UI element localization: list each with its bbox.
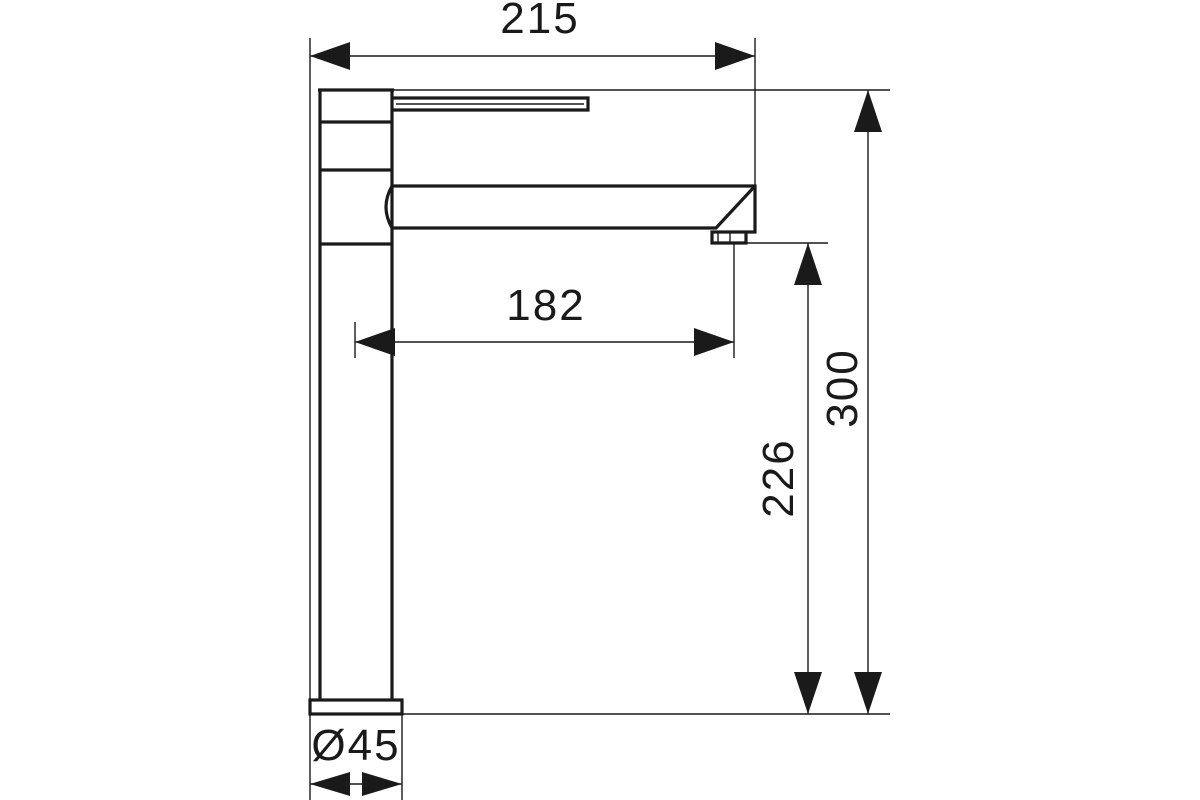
dim-label-226: 226 xyxy=(754,438,803,517)
dimension-total-height: 300 xyxy=(818,90,882,714)
arrow-bottom-226 xyxy=(794,672,822,714)
dim-label-300: 300 xyxy=(818,348,867,427)
dim-label-45: Ø45 xyxy=(311,721,400,770)
dim-label-182: 182 xyxy=(506,281,585,330)
arrow-left-45 xyxy=(310,772,350,796)
arrow-right-45 xyxy=(362,772,402,796)
arrow-bottom-300 xyxy=(854,672,882,714)
extension-lines xyxy=(309,38,890,800)
handle-lever xyxy=(392,96,590,112)
base-plate xyxy=(308,698,404,716)
dimension-overall-width: 215 xyxy=(310,0,755,70)
arrow-top-300 xyxy=(854,90,882,132)
spout xyxy=(384,184,757,245)
dim-label-215: 215 xyxy=(500,0,579,43)
arrow-left-182 xyxy=(355,328,395,356)
faucet-body xyxy=(308,88,757,716)
arrow-top-226 xyxy=(794,243,822,285)
dimension-spout-height: 226 xyxy=(754,243,822,714)
arrow-right-215 xyxy=(715,42,755,70)
dimension-base-diameter: Ø45 xyxy=(310,721,402,796)
dimension-spout-reach: 182 xyxy=(355,281,734,356)
arrow-right-182 xyxy=(694,328,734,356)
arrow-left-215 xyxy=(310,42,350,70)
